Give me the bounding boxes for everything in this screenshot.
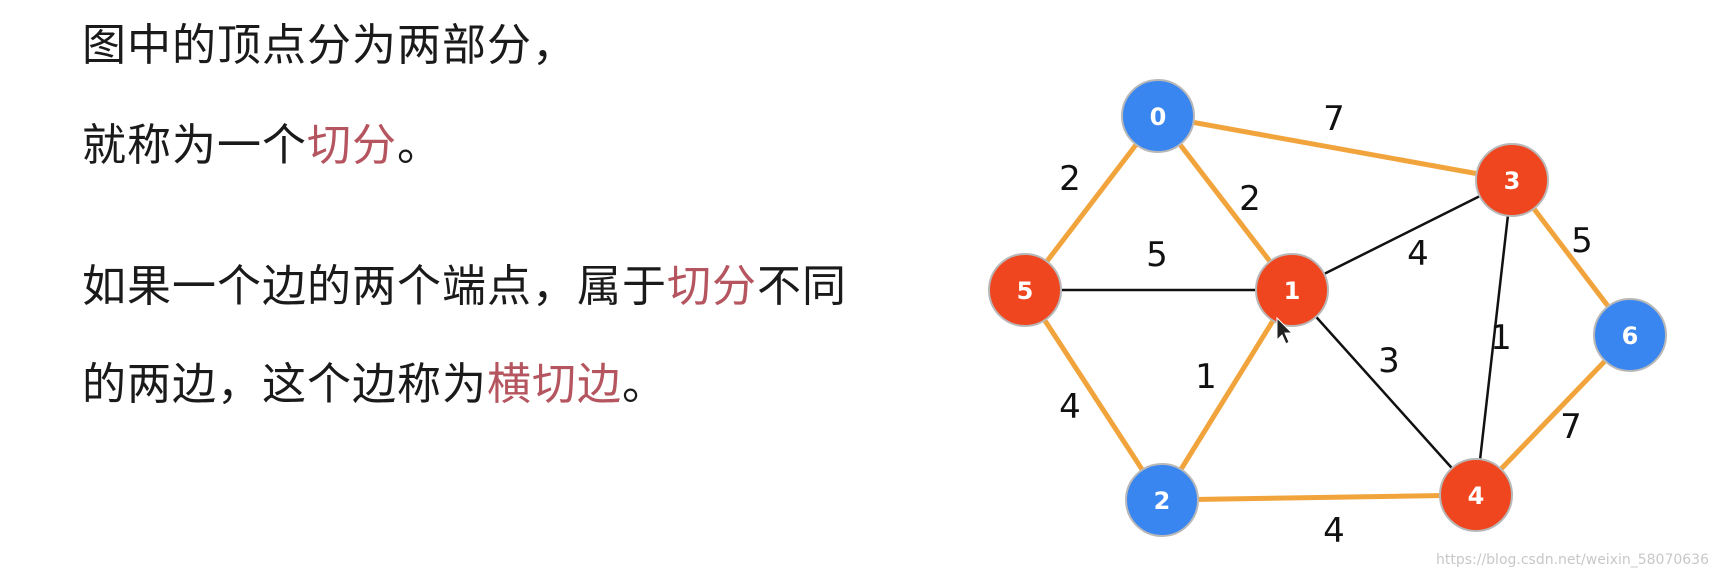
edge-weight-2-1: 1 [1195, 357, 1217, 397]
node-4-circle [1439, 458, 1513, 532]
text-line-4: 的两边，这个边称为横切边。 [82, 363, 667, 407]
edge-weight-5-1: 5 [1146, 235, 1168, 275]
node-1: 1 [1255, 253, 1329, 327]
node-1-label: 1 [1284, 277, 1301, 305]
edge-weight-0-5: 2 [1059, 159, 1081, 199]
text-line-3-a: 如果一个边的两个端点，属于 [82, 261, 667, 312]
edge-2-1 [1159, 288, 1295, 502]
edge-weight-4-6: 7 [1560, 407, 1582, 447]
node-3: 3 [1475, 143, 1549, 217]
node-4-label: 4 [1468, 482, 1485, 510]
node-4: 4 [1439, 458, 1513, 532]
watermark: https://blog.csdn.net/weixin_58070636 [1435, 552, 1709, 568]
node-0-circle [1121, 79, 1195, 153]
node-3-label: 3 [1504, 167, 1521, 195]
edge-weight-0-1: 2 [1239, 179, 1261, 219]
edge-5-2 [1022, 288, 1165, 502]
text-line-2-b: 。 [397, 120, 442, 171]
node-2-label: 2 [1154, 487, 1171, 515]
text-line-1-content: 图中的顶点分为两部分， [82, 20, 577, 71]
text-line-4-b: 。 [622, 359, 667, 410]
text-line-3-highlight: 切分 [667, 261, 757, 312]
edge-1-4 [1291, 289, 1477, 496]
edge-weight-5-2: 4 [1059, 387, 1081, 427]
edge-weight-3-6: 5 [1571, 221, 1593, 261]
text-line-1: 图中的顶点分为两部分， [82, 24, 577, 68]
cursor-icon [1276, 316, 1294, 345]
node-6-circle [1593, 298, 1667, 372]
node-6: 6 [1593, 298, 1667, 372]
edge-weight-1-3: 4 [1407, 234, 1429, 274]
node-2: 2 [1125, 463, 1199, 537]
text-line-2-a: 就称为一个 [82, 120, 307, 171]
edge-weight-3-4: 1 [1490, 318, 1512, 358]
node-5: 5 [988, 253, 1062, 327]
text-line-3-b: 不同 [757, 261, 847, 312]
node-0: 0 [1121, 79, 1195, 153]
node-5-label: 5 [1017, 277, 1034, 305]
node-6-label: 6 [1622, 322, 1639, 350]
edge-3-4 [1474, 179, 1514, 496]
node-1-circle [1255, 253, 1329, 327]
node-3-circle [1475, 143, 1549, 217]
node-0-label: 0 [1150, 103, 1167, 131]
edge-weight-0-3: 7 [1323, 99, 1345, 139]
edge-weight-1-4: 3 [1378, 341, 1400, 381]
text-line-3: 如果一个边的两个端点，属于切分不同 [82, 265, 847, 309]
node-2-circle [1125, 463, 1199, 537]
edge-4-6 [1474, 333, 1632, 497]
edge-2-4 [1161, 492, 1477, 503]
edge-weight-2-4: 4 [1323, 511, 1345, 551]
node-5-circle [988, 253, 1062, 327]
edge-1-3 [1291, 178, 1513, 292]
text-line-2: 就称为一个切分。 [82, 124, 442, 168]
text-line-2-highlight: 切分 [307, 120, 397, 171]
edge-0-3 [1157, 113, 1513, 183]
text-line-4-highlight: 横切边 [487, 359, 622, 410]
text-line-4-a: 的两边，这个边称为 [82, 359, 487, 410]
